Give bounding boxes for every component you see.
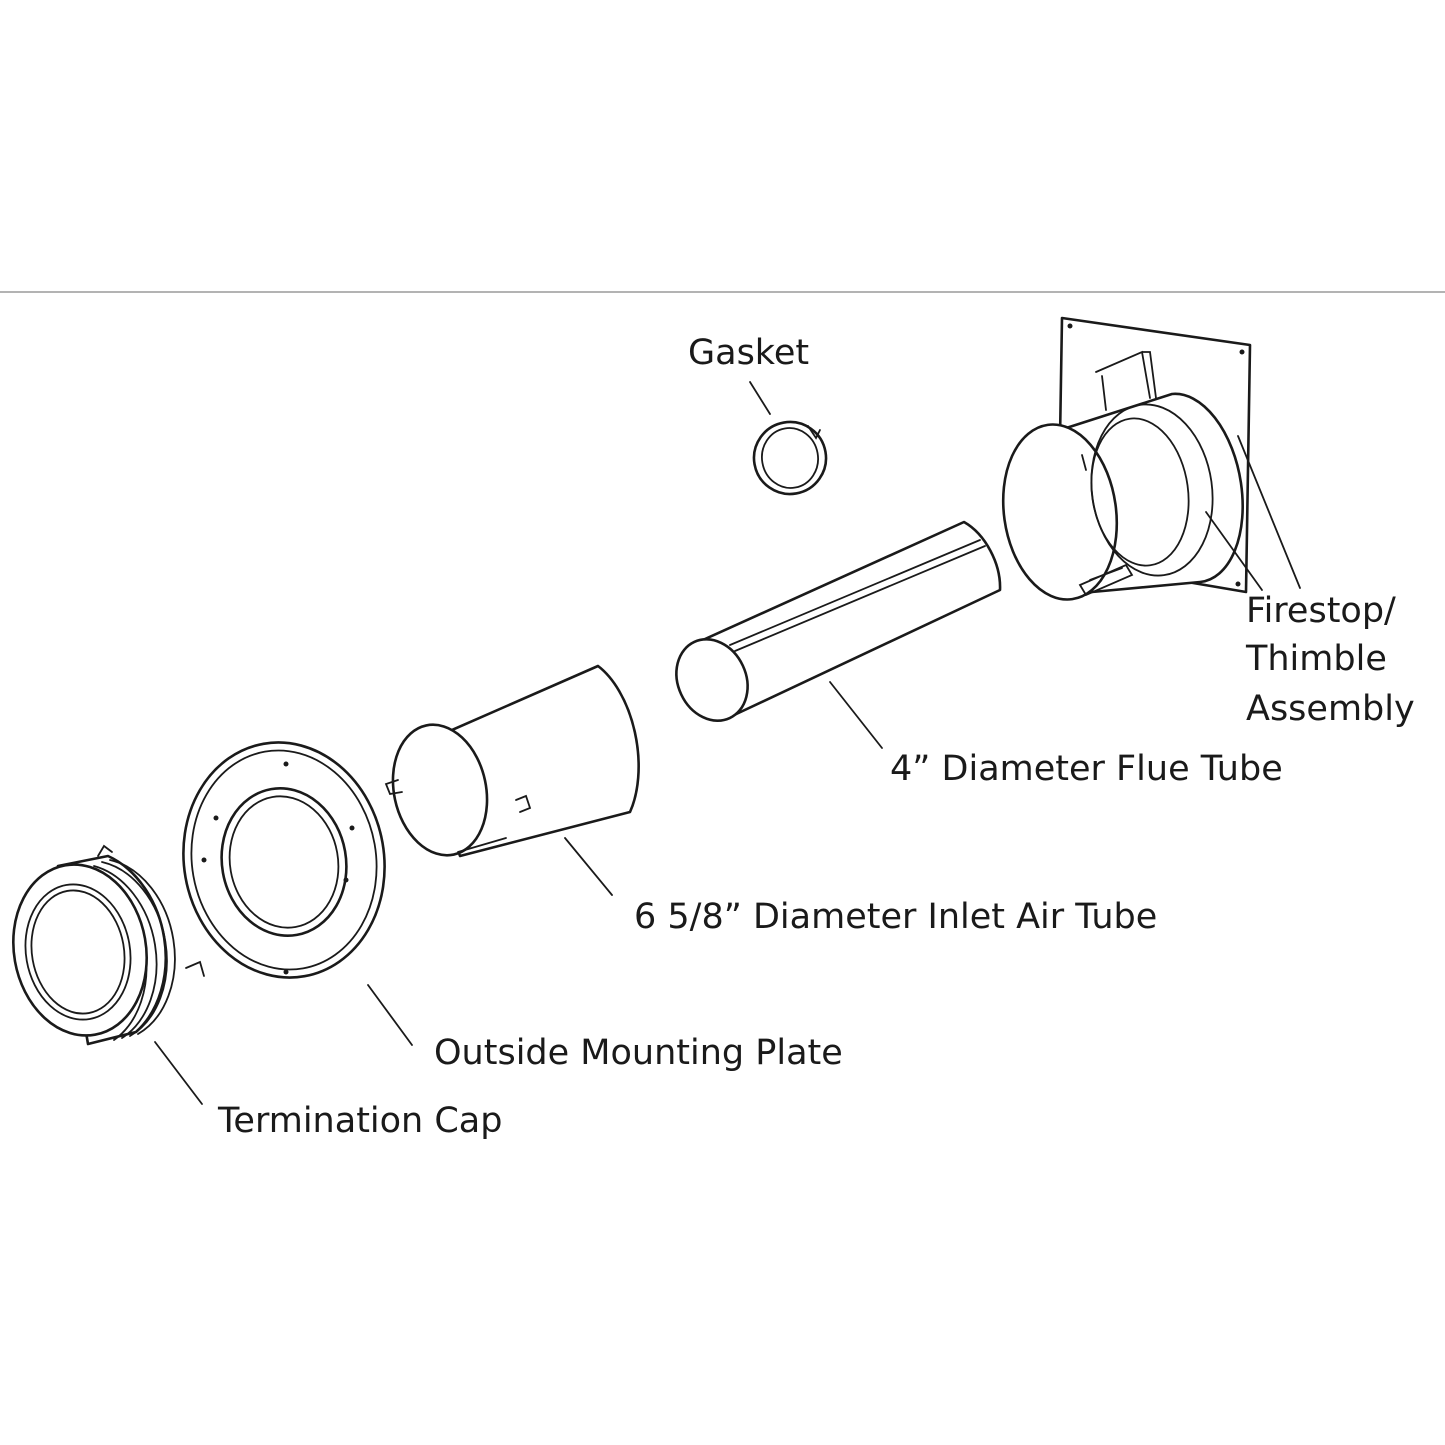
firestop-thimble-assembly [1001,316,1301,601]
label-termination-cap: Termination Cap [217,1101,502,1141]
flue-tube-part [675,520,1002,749]
gasket-part [749,381,828,496]
termination-cap-part [12,844,205,1105]
outside-mounting-plate-part [182,741,413,1046]
thimble-collar-front [1001,423,1119,601]
label-gasket: Gasket [688,333,809,373]
inlet-air-tube-leader [564,837,613,896]
inlet-air-tube-part [384,664,640,896]
firestop-leader-2 [1205,511,1263,591]
label-inlet-air-tube: 6 5/8” Diameter Inlet Air Tube [634,897,1157,937]
gasket-leader [749,381,771,415]
termination-cap-leader [154,1041,203,1105]
label-firestop-line3: Assembly [1246,689,1415,729]
label-firestop-line2: Thimble [1245,639,1387,679]
label-firestop-line1: Firestop/ [1246,591,1396,631]
flue-tube-end [675,638,749,722]
label-flue-tube: 4” Diameter Flue Tube [890,749,1283,789]
flue-tube-leader [829,681,883,749]
label-mounting-plate: Outside Mounting Plate [434,1033,843,1073]
mounting-plate-leader [367,984,413,1046]
inlet-air-tube-end [391,723,489,857]
firestop-leader-1 [1237,435,1301,589]
